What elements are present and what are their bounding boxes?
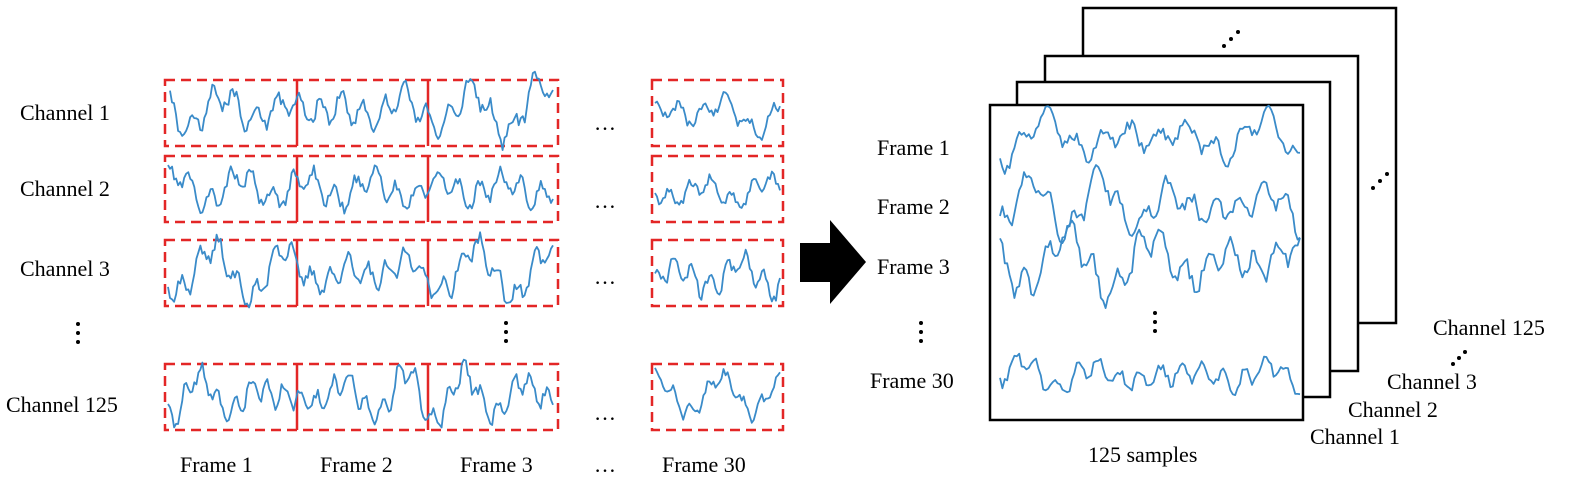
transform-arrow — [800, 220, 866, 304]
left-channel-label-125: Channel 125 — [6, 392, 118, 417]
wave-ch3-frame30 — [654, 248, 781, 303]
right-channel-label-125: Channel 125 — [1433, 315, 1545, 340]
right-frame-label-2: Frame 2 — [877, 194, 950, 219]
row-3-ellipsis: … — [594, 264, 616, 289]
left-frame-label-30: Frame 30 — [662, 452, 746, 477]
layers-right-diagonal-ellipsis — [1371, 172, 1389, 190]
front-wave-frame-2 — [999, 164, 1301, 245]
layers-top-diagonal-ellipsis — [1222, 30, 1240, 48]
wave-ch1-frame30 — [654, 91, 781, 141]
right-channel-label-1: Channel 1 — [1310, 424, 1400, 449]
right-frame-label-1: Frame 1 — [877, 135, 950, 160]
wave-ch125-frames1-3 — [167, 358, 554, 429]
left-channel-label-3: Channel 3 — [20, 256, 110, 281]
row-2-ellipsis: … — [594, 188, 616, 213]
frame-30-box-row-3 — [650, 238, 785, 308]
left-channel-vertical-ellipsis — [76, 322, 80, 344]
front-layer-vertical-ellipsis — [1153, 311, 1157, 333]
wave-ch125-frame30 — [654, 367, 781, 424]
frame-30-box-row-1 — [650, 78, 785, 148]
front-wave-frame-1 — [999, 104, 1301, 175]
frame-box-row-125 — [163, 362, 560, 432]
right-channel-label-3: Channel 3 — [1387, 369, 1477, 394]
front-wave-frame-3 — [999, 219, 1301, 310]
front-wave-frame-30 — [999, 352, 1301, 397]
wave-ch2-frames1-3 — [167, 164, 554, 215]
left-frame-label-3: Frame 3 — [460, 452, 533, 477]
left-signal-waves — [167, 70, 781, 429]
frame-30-box-row-125 — [650, 362, 785, 432]
right-frame-label-30: Frame 30 — [870, 368, 954, 393]
samples-label: 125 samples — [1088, 442, 1197, 467]
channel-1-layer — [988, 103, 1305, 422]
frame-30-box-row-2 — [650, 154, 785, 224]
left-channel-label-1: Channel 1 — [20, 100, 110, 125]
wave-ch2-frame30 — [654, 170, 781, 209]
left-panel: Channel 1 Channel 2 Channel 3 Channel 12… — [6, 70, 785, 477]
left-frame-label-1: Frame 1 — [180, 452, 253, 477]
frame-box-row-2 — [163, 154, 560, 224]
left-frame-label-ellipsis: … — [594, 452, 616, 477]
wave-ch3-frames1-3 — [167, 231, 554, 309]
grid-vertical-ellipsis — [504, 321, 508, 343]
right-channel-diagonal-ellipsis — [1451, 350, 1467, 366]
row-1-ellipsis: … — [594, 110, 616, 135]
left-frame-label-2: Frame 2 — [320, 452, 393, 477]
left-channel-label-2: Channel 2 — [20, 176, 110, 201]
right-frame-label-3: Frame 3 — [877, 254, 950, 279]
row-125-ellipsis: … — [594, 400, 616, 425]
right-panel: Frame 1 Frame 2 Frame 3 Frame 30 125 sam… — [870, 6, 1545, 467]
wave-ch1-frames1-3 — [169, 70, 554, 152]
right-channel-label-2: Channel 2 — [1348, 397, 1438, 422]
frame-box-row-3 — [163, 238, 560, 308]
right-frame-vertical-ellipsis — [919, 321, 923, 343]
